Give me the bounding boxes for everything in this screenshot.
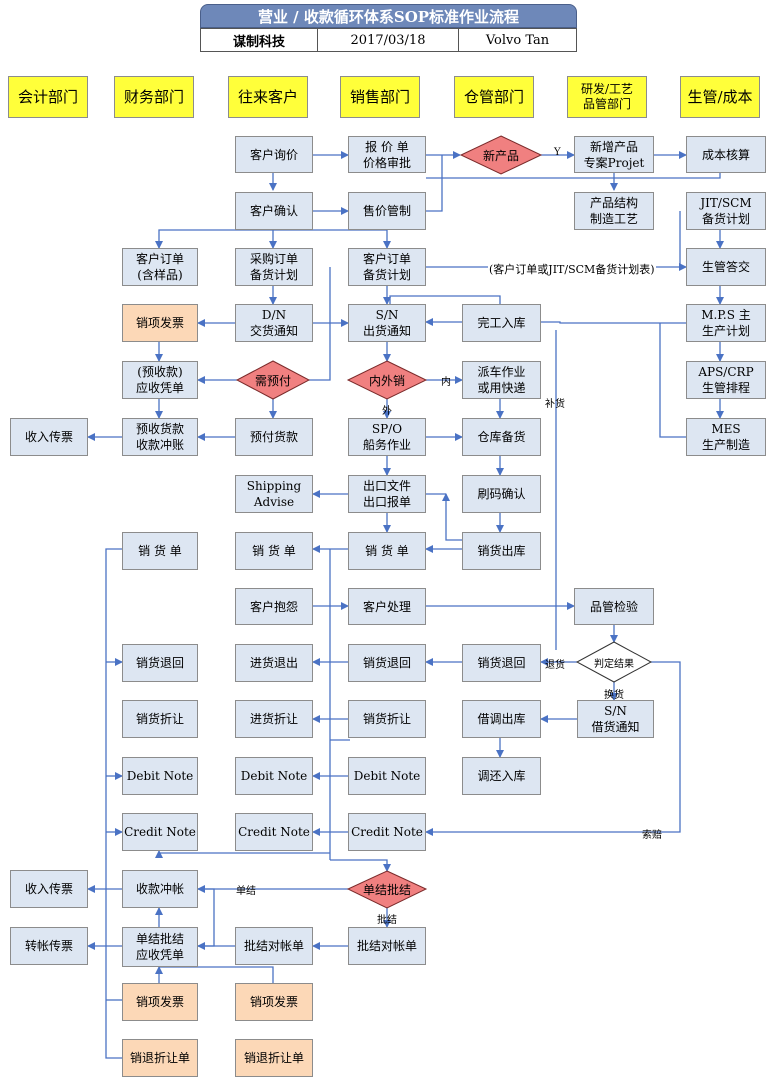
diamond-new-product: 新产品 <box>482 148 519 163</box>
box-mes: MES 生产制造 <box>686 418 766 456</box>
box-return-allowance-1: 销退折让单 <box>122 1039 198 1077</box>
box-cost-accounting: 成本核算 <box>686 136 766 173</box>
box-output-invoice-1: 销项发票 <box>122 304 198 342</box>
box-statement-b: 批结对帐单 <box>348 927 426 965</box>
box-purchase-order: 采购订单 备货计划 <box>235 248 313 286</box>
box-credit-note-c: Credit Note <box>348 813 426 851</box>
box-sales-order-c: 销 货 单 <box>348 532 426 570</box>
box-spo: SP/O 船务作业 <box>348 418 426 456</box>
author-cell: Volvo Tan <box>458 28 577 52</box>
label-batch: 批结 <box>377 915 397 926</box>
box-product-structure: 产品结构 制造工艺 <box>574 192 654 230</box>
box-mps: M.P.S 主 生产计划 <box>686 304 766 342</box>
box-sales-allowance-a: 销货折让 <box>122 700 198 738</box>
diamond-domestic-export-shape <box>346 360 428 400</box>
dept-customer: 往来客户 <box>228 76 308 118</box>
box-delivery-notice: D/N 交货通知 <box>235 304 313 342</box>
box-purchase-allowance: 进货折让 <box>235 700 313 738</box>
box-customer-complaint: 客户抱怨 <box>235 588 313 625</box>
label-return: 退货 <box>545 660 565 671</box>
box-qc-inspection: 品管检验 <box>574 588 654 625</box>
label-exchange: 换货 <box>604 690 624 701</box>
box-debit-note-a: Debit Note <box>122 757 198 795</box>
box-loan-notice: S/N 借货通知 <box>577 700 654 738</box>
box-quotation: 报 价 单 价格审批 <box>348 136 426 173</box>
box-prepayment: 预付货款 <box>235 418 313 456</box>
box-customer-order-plan: 客户订单 备货计划 <box>348 248 426 286</box>
diamond-prepay: 需预付 <box>254 373 291 388</box>
box-prepay-receivable: (预收款) 应收凭单 <box>122 361 198 399</box>
diamond-judgement: 判定结果 <box>594 658 634 670</box>
box-shipping-advise: Shipping Advise <box>235 475 313 513</box>
box-customer-handling: 客户处理 <box>348 588 426 625</box>
dept-finance: 财务部门 <box>114 76 194 118</box>
box-production-reply: 生管答交 <box>686 248 766 286</box>
box-credit-note-b: Credit Note <box>235 813 313 851</box>
box-output-invoice-2: 销项发票 <box>122 983 198 1021</box>
box-sales-allowance-c: 销货折让 <box>348 700 426 738</box>
box-credit-note-a: Credit Note <box>122 813 198 851</box>
box-debit-note-c: Debit Note <box>348 757 426 795</box>
box-purchase-return: 进货退出 <box>235 644 313 682</box>
box-barcode-check: 刷码确认 <box>462 475 541 513</box>
box-price-control: 售价管制 <box>348 192 426 230</box>
dept-accounting: 会计部门 <box>8 76 88 118</box>
label-single: 单结 <box>236 886 256 897</box>
diamond-single-batch-shape <box>346 870 428 909</box>
box-sales-order-b: 销 货 单 <box>235 532 313 570</box>
box-finished-warehousing: 完工入库 <box>462 304 541 342</box>
box-sales-return-c: 销货退回 <box>348 644 426 682</box>
dept-rd-qc: 研发/工艺 品管部门 <box>567 76 647 118</box>
box-warehouse-stock: 仓库备货 <box>462 418 541 456</box>
box-new-product-project: 新增产品 专案Projet <box>574 136 654 173</box>
box-income-voucher-2: 收入传票 <box>10 870 88 908</box>
box-shipping-notice: S/N 出货通知 <box>348 304 426 342</box>
label-export: 外 <box>382 406 392 417</box>
box-output-invoice-3: 销项发票 <box>235 983 313 1021</box>
label-replenish: 补货 <box>545 399 565 410</box>
box-transfer-voucher: 转帐传票 <box>10 927 88 965</box>
box-prepay-offset: 预收货款 收款冲账 <box>122 418 198 456</box>
box-jit-scm: JIT/SCM 备货计划 <box>686 192 766 230</box>
diamond-prepay-shape <box>235 360 311 400</box>
dept-sales: 销售部门 <box>340 76 420 118</box>
box-settlement-receivable: 单结批结 应收凭单 <box>122 927 198 967</box>
box-return-warehousing: 调还入库 <box>462 757 541 795</box>
box-customer-inquiry: 客户询价 <box>235 136 313 173</box>
dept-production-cost: 生管/成本 <box>680 76 760 118</box>
label-order-note: (客户订单或JIT/SCM备货计划表) <box>488 261 656 277</box>
diamond-single-batch: 单结批结 <box>362 883 411 897</box>
box-debit-note-b: Debit Note <box>235 757 313 795</box>
box-customer-confirm: 客户确认 <box>235 192 313 230</box>
label-domestic: 内 <box>441 377 451 388</box>
box-customer-order-sample: 客户订单 (含样品) <box>122 248 198 286</box>
label-yes: Y <box>554 147 561 158</box>
box-sales-return-d: 销货退回 <box>462 644 541 682</box>
box-income-voucher-1: 收入传票 <box>10 418 88 456</box>
box-dispatch: 派车作业 或用快递 <box>462 361 541 399</box>
label-claim: 索赔 <box>642 830 662 841</box>
box-sales-return-a: 销货退回 <box>122 644 198 682</box>
diamond-new-product-shape <box>459 135 543 175</box>
box-sales-outbound: 销货出库 <box>462 532 541 570</box>
box-sales-order-a: 销 货 单 <box>122 532 198 570</box>
box-loan-outbound: 借调出库 <box>462 700 541 738</box>
diamond-domestic-export: 内外销 <box>368 373 405 388</box>
diamond-judgement-shape <box>575 641 653 683</box>
box-receipt-offset: 收款冲帐 <box>122 870 198 908</box>
dept-warehouse: 仓管部门 <box>454 76 534 118</box>
box-aps-crp: APS/CRP 生管排程 <box>686 361 766 399</box>
box-statement-a: 批结对帐单 <box>235 927 313 965</box>
box-return-allowance-2: 销退折让单 <box>235 1039 313 1077</box>
page-title: 营业 / 收款循环体系SOP标准作业流程 <box>200 4 577 28</box>
box-export-docs: 出口文件 出口报单 <box>348 475 426 513</box>
